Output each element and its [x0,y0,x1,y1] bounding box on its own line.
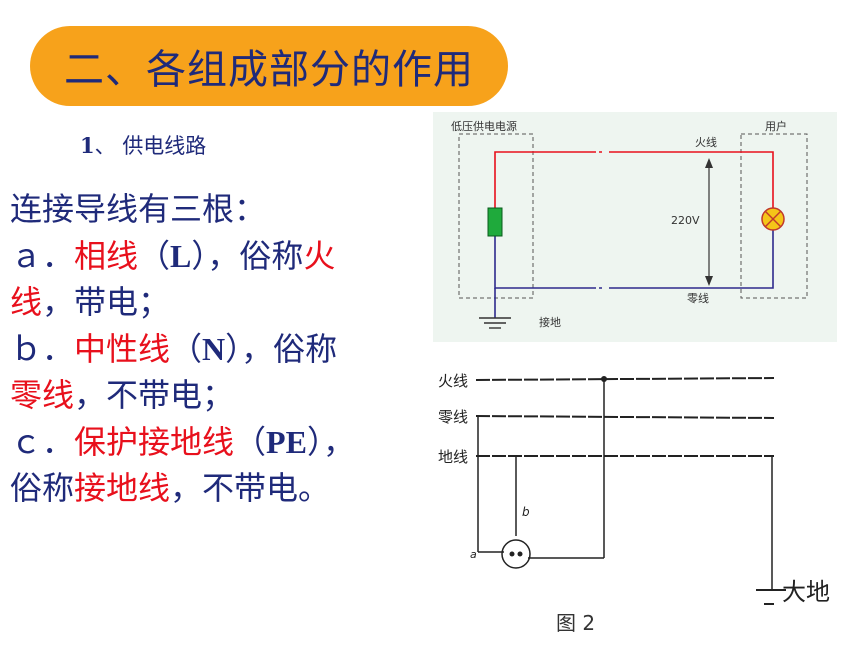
live-label: 火线 [695,135,717,149]
point-a-label: a [470,548,477,561]
earth-label: 大地 [782,578,830,606]
grounding-sketch-diagram: 火线 零线 地线 b a 大地 图 2 [438,372,830,635]
sketch-neutral-label: 零线 [438,408,468,426]
appliance-icon [501,539,531,569]
sketch-ground-wire-label: 地线 [438,448,468,466]
line-c-mid-1: ， [322,422,355,461]
neutral-wire-right [609,230,774,289]
line-a-prefix: ａ． [10,236,75,275]
line-c-prefix: ｃ． [10,422,75,461]
point-b-label: b [522,505,530,519]
neutral-label: 零线 [687,291,709,305]
supply-circuit-diagram: 低压供电电源 用户 火线 零线 220V 接地 [433,112,837,342]
user-label: 用户 [765,119,787,133]
source-box [458,133,534,299]
line-c-paren-close: ） [306,422,323,461]
sketch-live-wire [475,377,775,381]
title-banner: 二、各组成部分的作用 [30,26,508,106]
line-a-mid: ，俗称 [207,236,304,275]
power-source-icon [487,207,503,237]
line-c-mid-2: 俗称 [10,469,75,507]
line-c-suffix: ，不带电。 [170,469,331,507]
line-a-suffix: ，带电； [42,283,171,321]
line-a-alias-2: 线 [10,283,43,321]
line-b: ｂ．中性线（N），俗称 [10,326,424,373]
ground-label: 接地 [539,316,561,329]
line-b-suffix: ，不带电； [74,376,235,414]
source-label: 低压供电电源 [451,119,517,133]
line-c-paren-open: （ [234,422,267,461]
line-c-cont: 俗称接地线，不带电。 [10,465,424,512]
line-b-code: N [202,330,226,367]
wire-description: 连接导线有三根： ａ．相线（L），俗称火 线，带电； ｂ．中性线（N），俗称 零… [10,186,424,512]
subheading-separator: 、 [94,134,116,158]
line-b-prefix: ｂ． [10,329,75,368]
voltage-label: 220V [671,214,700,227]
line-b-paren-open: （ [170,329,203,368]
line-a: ａ．相线（L），俗称火 [10,233,424,280]
line-a-alias-1: 火 [303,236,336,275]
line-a-term: 相线 [74,236,139,275]
figure-caption: 图 2 [556,611,595,635]
line-b-alias: 零线 [10,376,75,414]
line-b-term: 中性线 [74,329,171,368]
line-a-paren-open: （ [138,236,171,275]
sketch-live-label: 火线 [438,372,468,390]
page-title: 二、各组成部分的作用 [64,47,474,93]
subheading-number: 1 [80,133,95,158]
subheading-text: 供电线路 [122,134,207,158]
line-b-mid: ，俗称 [241,329,338,368]
line-c-code: PE [266,423,307,460]
sketch-neutral-wire [475,415,775,419]
line-b-paren-close: ） [225,329,242,368]
voltage-arrow-up-icon [705,158,713,168]
live-wire-left [494,151,593,208]
line-c: ｃ．保护接地线（PE）， [10,419,424,466]
lamp-cross-2 [764,210,782,228]
voltage-arrow-down-icon [705,276,713,286]
appliance-pin-1 [509,551,515,557]
live-wire-right [609,151,774,208]
user-box [740,133,808,299]
line-a-cont: 线，带电； [10,279,424,326]
line-b-cont: 零线，不带电； [10,372,424,419]
line-c-term: 保护接地线 [74,422,235,461]
line-a-code: L [170,237,192,274]
section-subheading: 1、 供电线路 [80,130,206,160]
line-c-alias: 接地线 [74,469,171,507]
appliance-pin-2 [517,551,523,557]
intro-line: 连接导线有三根： [10,190,267,228]
line-a-paren-close: ） [191,236,208,275]
